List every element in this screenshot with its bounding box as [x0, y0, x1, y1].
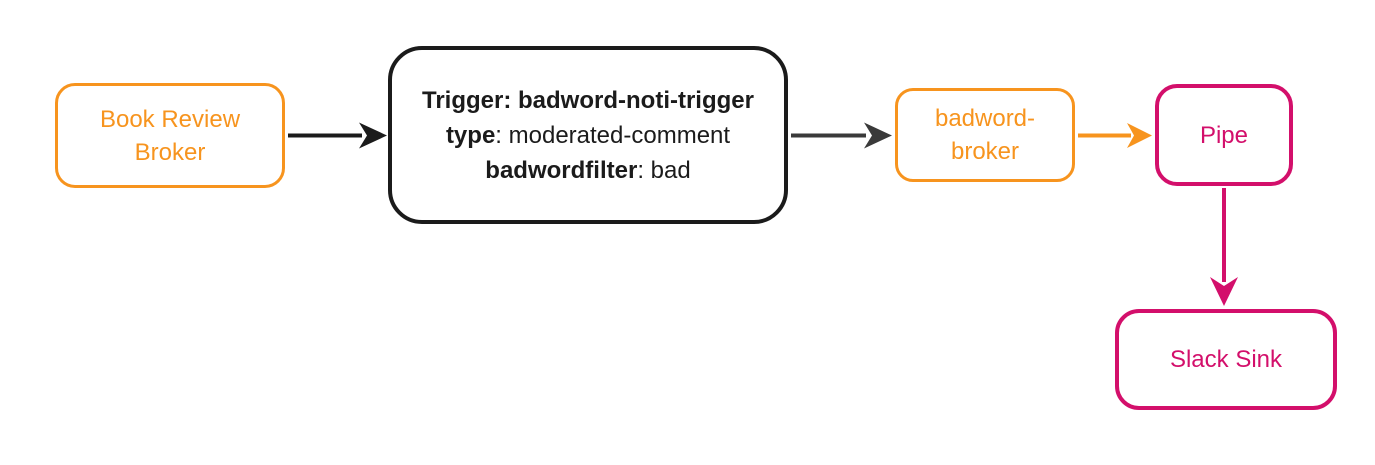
trigger-line-1: Trigger: badword-noti-trigger — [422, 83, 754, 118]
trigger-line-3-regular: : bad — [637, 156, 691, 184]
edge-pipe-to-slack-sink — [1210, 188, 1238, 306]
node-slack-sink: Slack Sink — [1115, 309, 1337, 410]
node-badword-broker: badword-broker — [895, 88, 1075, 182]
node-book-review-broker: Book Review Broker — [55, 83, 285, 188]
node-slack-sink-label: Slack Sink — [1169, 346, 1283, 373]
edge-badword-broker-to-pipe — [1078, 123, 1152, 148]
trigger-line-3-bold: badwordfilter — [485, 156, 638, 184]
arrowhead-right-icon — [359, 122, 387, 149]
trigger-line-2: type: moderated-comment — [446, 118, 730, 153]
trigger-line-2-regular: : moderated-comment — [495, 121, 731, 149]
trigger-line-2-bold: type — [445, 121, 496, 149]
arrowhead-right-icon — [1127, 123, 1152, 148]
trigger-line-1-bold: Trigger: badword-noti-trigger — [422, 86, 754, 114]
edge-book-review-broker-to-trigger — [288, 122, 387, 149]
trigger-line-3: badwordfilter: bad — [485, 153, 690, 188]
node-pipe-label: Pipe — [1199, 121, 1249, 149]
arrowhead-right-icon — [864, 122, 892, 149]
node-book-review-broker-label: Book Review Broker — [99, 105, 241, 166]
node-pipe: Pipe — [1155, 84, 1293, 186]
arrowhead-down-icon — [1210, 277, 1238, 306]
node-trigger: Trigger: badword-noti-trigger type: mode… — [388, 46, 788, 224]
node-badword-broker-label: badword-broker — [934, 105, 1036, 165]
edge-trigger-to-badword-broker — [791, 122, 892, 149]
